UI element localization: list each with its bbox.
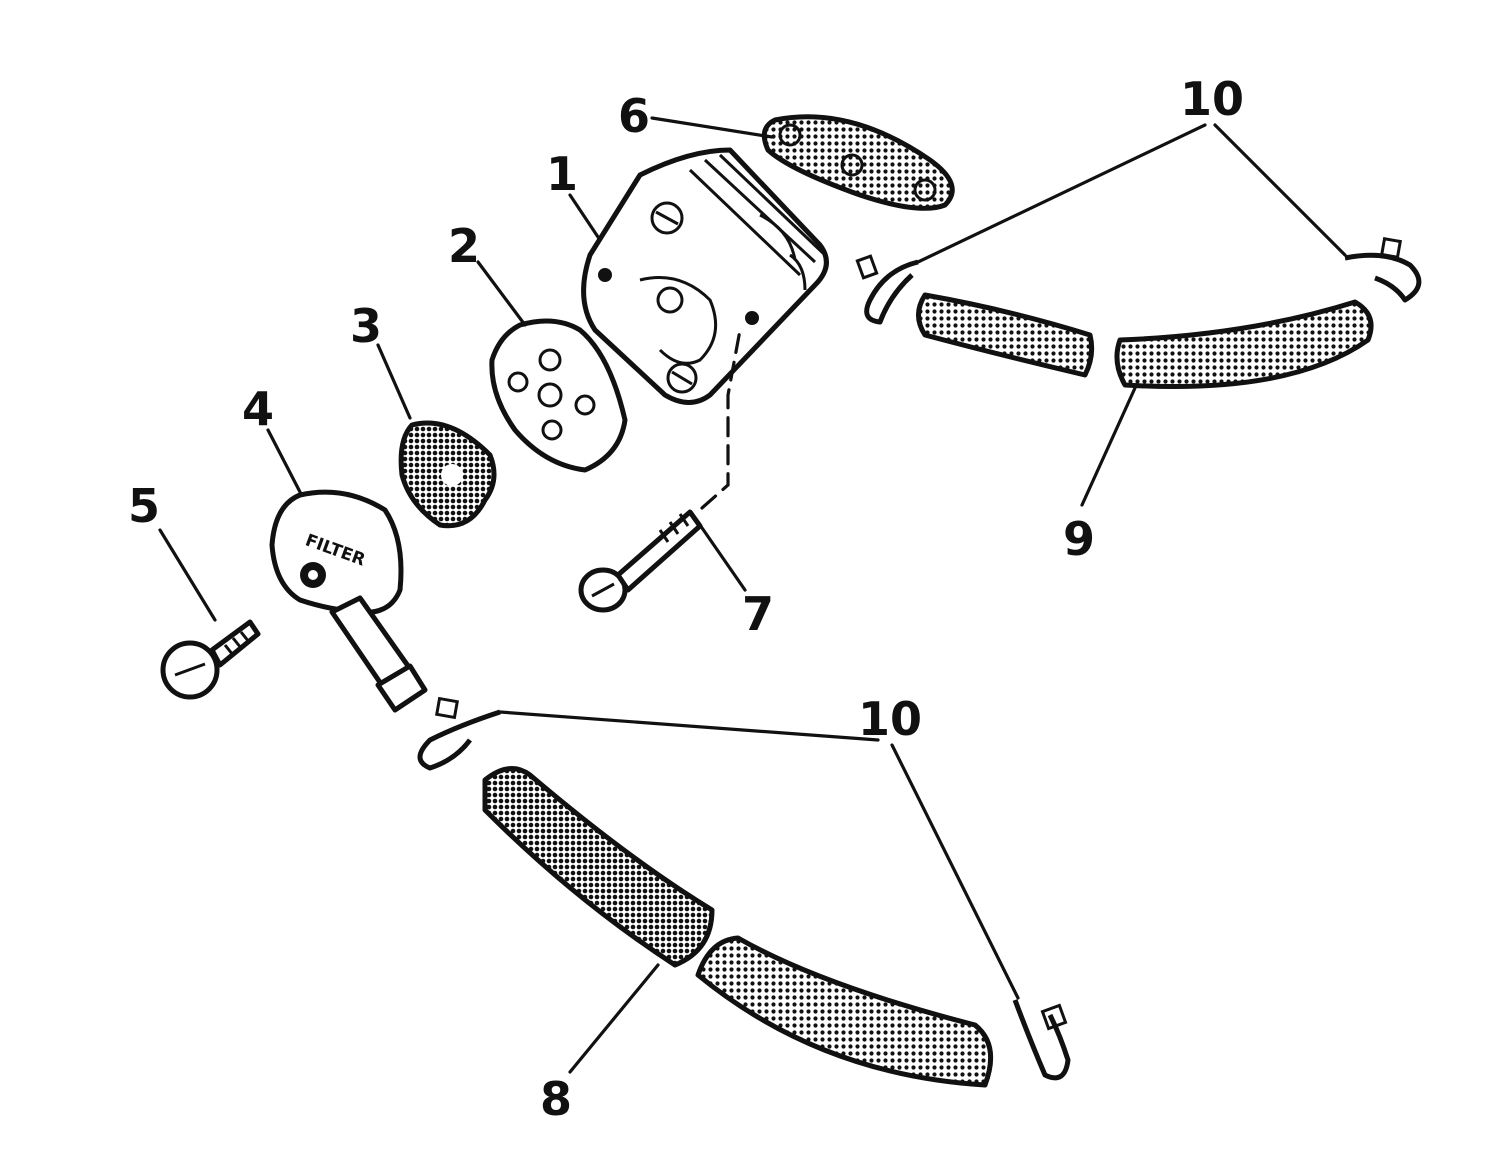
assembly-line-7	[700, 328, 742, 510]
part-2-diaphragm	[489, 318, 628, 473]
callout-7: 7	[742, 587, 774, 641]
part-10-hose-clamp	[855, 254, 919, 325]
callout-6: 6	[618, 89, 650, 143]
leader-lines	[158, 116, 1347, 1074]
callout-8: 8	[540, 1072, 572, 1126]
part-9-fuel-hoses	[916, 292, 1374, 390]
callout-5: 5	[128, 479, 160, 533]
part-4-filter-cap: FILTER	[269, 489, 428, 713]
part-1-pump-body	[581, 147, 829, 405]
part-10-hose-clamp	[1344, 236, 1422, 303]
part-10-hose-clamp	[417, 696, 501, 771]
part-7-long-screw	[578, 509, 703, 613]
callout-4: 4	[242, 382, 274, 436]
callout-3: 3	[350, 299, 382, 353]
callout-10-top: 10	[1180, 72, 1244, 126]
part-5-screw	[160, 619, 261, 700]
callout-9: 9	[1063, 512, 1095, 566]
part-8-fuel-hoses	[482, 766, 994, 1088]
part-6-gasket	[761, 114, 955, 211]
callout-2: 2	[448, 219, 480, 273]
callout-1: 1	[546, 147, 578, 201]
part-10-hose-clamp	[1012, 999, 1071, 1081]
part-3-filter-screen	[398, 420, 497, 529]
callout-10-bottom: 10	[858, 692, 922, 746]
